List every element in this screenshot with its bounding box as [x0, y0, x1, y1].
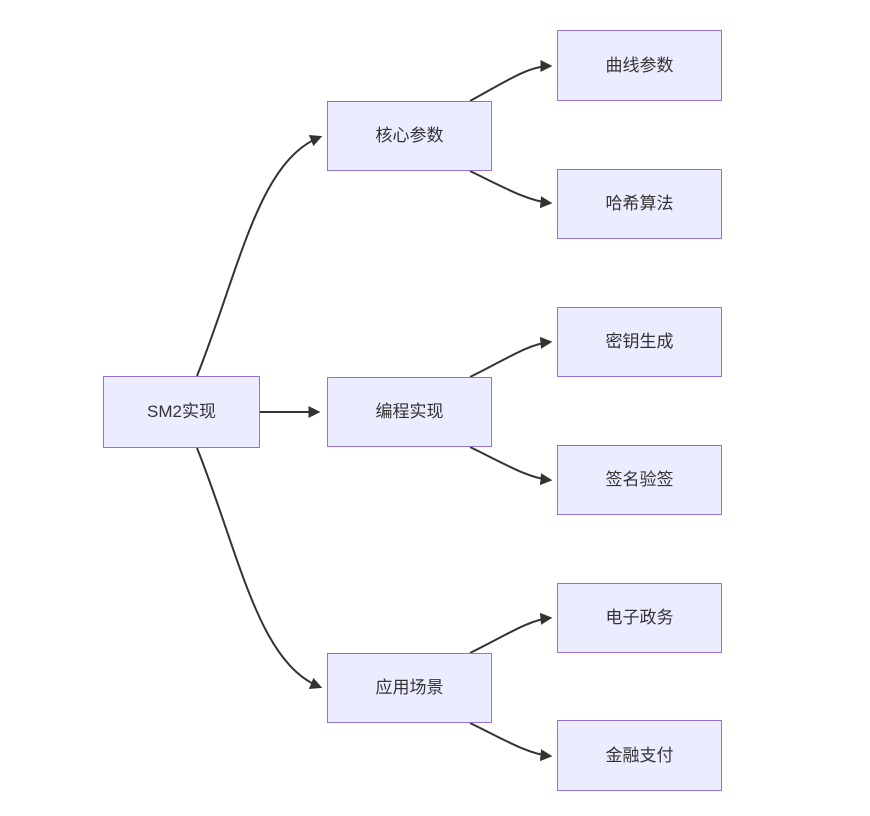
- node-core: 核心参数: [327, 101, 492, 171]
- node-label-sign: 签名验签: [605, 470, 674, 490]
- node-label-sm2: SM2实现: [147, 402, 216, 422]
- node-app: 应用场景: [327, 653, 492, 723]
- node-egov: 电子政务: [557, 583, 722, 653]
- edge-app-to-egov: [469, 612, 553, 654]
- node-hash: 哈希算法: [557, 169, 722, 239]
- node-label-prog: 编程实现: [375, 402, 444, 422]
- node-sm2: SM2实现: [103, 376, 260, 448]
- node-prog: 编程实现: [327, 377, 492, 447]
- node-sign: 签名验签: [557, 445, 722, 515]
- edge-core-to-hash: [469, 170, 553, 209]
- node-label-egov: 电子政务: [605, 608, 674, 628]
- node-label-keygen: 密钥生成: [605, 332, 674, 352]
- node-label-curve: 曲线参数: [605, 55, 674, 75]
- node-label-hash: 哈希算法: [605, 194, 674, 214]
- node-keygen: 密钥生成: [557, 307, 722, 377]
- edge-prog-to-keygen: [469, 336, 553, 378]
- node-curve: 曲线参数: [557, 30, 722, 101]
- edge-app-to-finpay: [469, 722, 553, 762]
- edge-core-to-curve: [469, 60, 553, 102]
- node-label-app: 应用场景: [375, 678, 444, 698]
- node-label-core: 核心参数: [375, 126, 444, 146]
- node-label-finpay: 金融支付: [605, 745, 674, 765]
- edge-prog-to-sign: [469, 446, 553, 486]
- edge-sm2-to-core: [196, 135, 323, 377]
- edge-sm2-to-app: [196, 447, 323, 689]
- node-finpay: 金融支付: [557, 720, 722, 791]
